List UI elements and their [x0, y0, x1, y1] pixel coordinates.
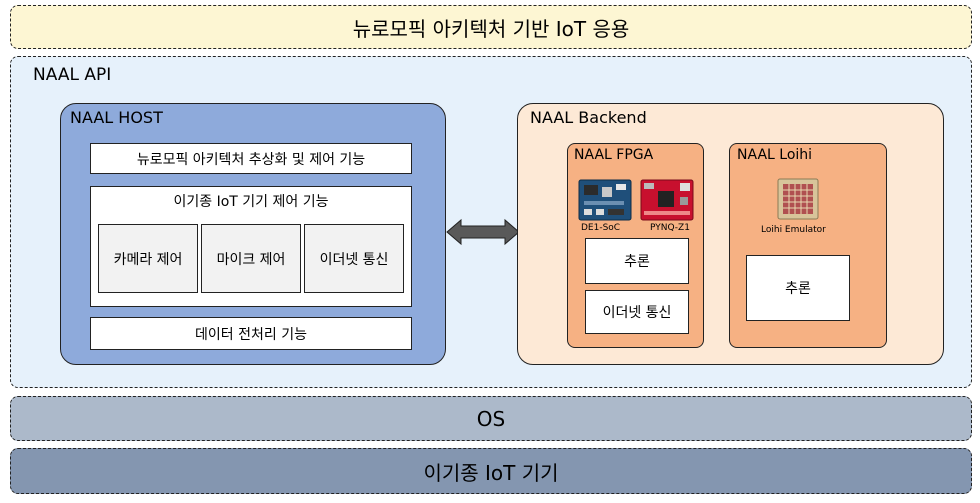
- pynq-z1-caption: PYNQ-Z1: [650, 223, 690, 233]
- abstraction-control-label: 뉴로모픽 아키텍처 추상화 및 제어 기능: [136, 151, 366, 168]
- bidirectional-arrow-icon: [446, 218, 520, 246]
- fpga-inference-box: 추론: [585, 238, 689, 284]
- os-layer: OS: [10, 396, 972, 441]
- loihi-emulator-caption: Loihi Emulator: [761, 225, 826, 235]
- camera-control-item: 카메라 제어: [98, 224, 198, 293]
- ethernet-comm-label: 이더넷 통신: [319, 251, 389, 268]
- de1-soc-caption: DE1-SoC: [581, 223, 621, 233]
- abstraction-control-box: 뉴로모픽 아키텍처 추상화 및 제어 기능: [90, 143, 412, 174]
- fpga-inference-label: 추론: [624, 254, 650, 270]
- fpga-ethernet-box: 이더넷 통신: [585, 290, 689, 334]
- mic-control-item: 마이크 제어: [201, 224, 301, 293]
- preprocess-box: 데이터 전처리 기능: [90, 317, 412, 350]
- naal-api-title: NAAL API: [33, 65, 112, 85]
- preprocess-label: 데이터 전처리 기능: [195, 326, 307, 343]
- mic-control-label: 마이크 제어: [216, 251, 286, 268]
- naal-fpga-title: NAAL FPGA: [574, 147, 654, 163]
- device-layer: 이기종 IoT 기기: [10, 448, 972, 494]
- loihi-chip-icon: [777, 178, 819, 220]
- pynq-z1-board-icon: [640, 179, 694, 221]
- fpga-ethernet-label: 이더넷 통신: [602, 305, 672, 321]
- os-layer-label: OS: [476, 406, 506, 431]
- application-layer: 뉴로모픽 아키텍처 기반 IoT 응용: [10, 5, 972, 49]
- ethernet-comm-item: 이더넷 통신: [304, 224, 404, 293]
- de1-soc-board-icon: [578, 179, 632, 221]
- loihi-inference-label: 추론: [785, 281, 811, 297]
- loihi-inference-box: 추론: [746, 255, 850, 321]
- device-layer-label: 이기종 IoT 기기: [423, 460, 559, 485]
- naal-backend-title: NAAL Backend: [530, 108, 647, 127]
- application-layer-label: 뉴로모픽 아키텍처 기반 IoT 응용: [352, 16, 630, 41]
- naal-host-title: NAAL HOST: [70, 108, 163, 127]
- camera-control-label: 카메라 제어: [113, 251, 183, 268]
- hetero-iot-control-title: 이기종 IoT 기기 제어 기능: [173, 194, 329, 210]
- naal-loihi-title: NAAL Loihi: [737, 147, 813, 163]
